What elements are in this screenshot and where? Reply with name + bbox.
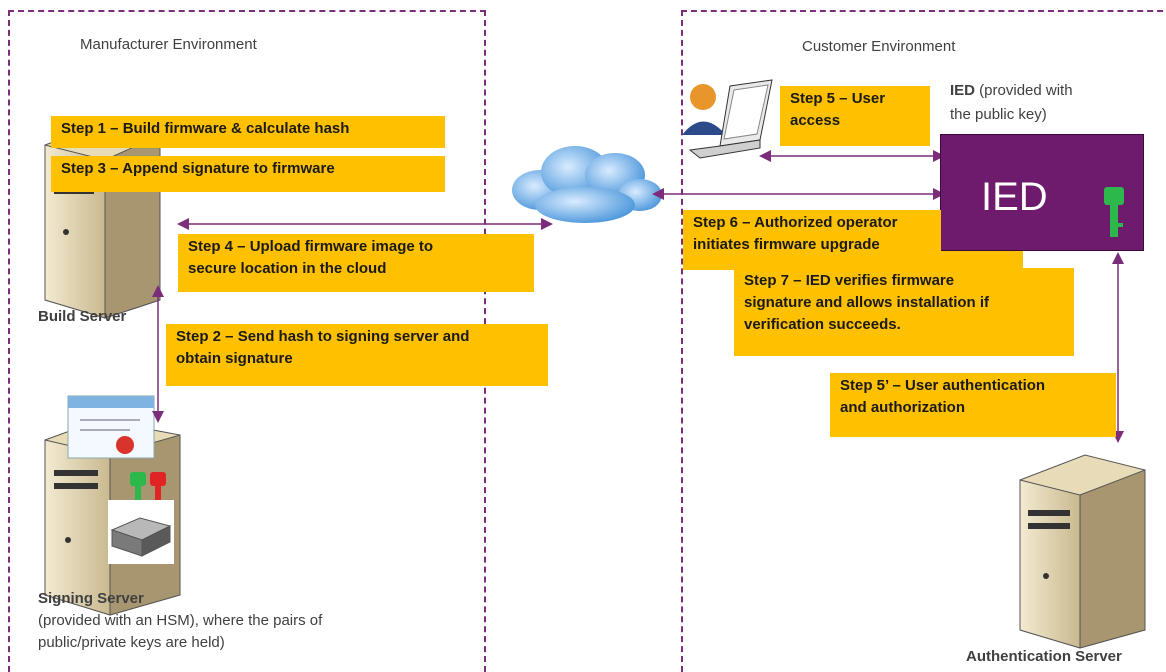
step-2-line-1: Step 2 – Send hash to signing server and [176,328,470,345]
ied-note-line-1: (provided with [975,82,1073,99]
step-5-prime-line-1: Step 5’ – User authentication [840,377,1046,394]
ied-device: IED [940,134,1144,251]
customer-environment-title: Customer Environment [802,38,956,55]
step-5-prime-box: Step 5’ – User authentication and author… [830,373,1116,437]
step-2-line-2: obtain signature [176,350,293,367]
step-6-box-extension [941,251,1023,270]
step-5-line-2: access [790,112,841,129]
step-5-prime-line-2: and authorization [840,399,965,416]
step-4-line-2: secure location in the cloud [188,260,387,277]
step-7-line-2: signature and allows installation if [744,294,990,311]
step-4-box: Step 4 – Upload firmware image to secure… [178,234,534,292]
user-laptop-icon [682,79,773,159]
ied-note-bold: IED [950,82,976,99]
step-3-text: Step 3 – Append signature to firmware [61,160,335,177]
authentication-server-label: Authentication Server [966,648,1122,665]
customer-environment-boundary [681,10,1166,672]
step-6-line-2: initiates firmware upgrade [693,236,880,253]
signing-server-label: Signing Server [38,590,144,607]
step-6-line-1: Step 6 – Authorized operator [693,214,898,231]
authentication-server-icon [1019,454,1146,649]
ied-note-line-2: the public key) [950,106,1047,123]
step-7-box: Step 7 – IED verifies firmware signature… [734,268,1074,356]
step-6-box: Step 6 – Authorized operator initiates f… [683,210,941,270]
step-3-box: Step 3 – Append signature to firmware [51,156,445,192]
ied-box-label: IED [981,175,1048,219]
certificate-icon [67,395,155,459]
key-icon [1104,187,1124,237]
cloud-icon [512,146,662,223]
ied-note: IED (provided with [950,80,1073,102]
step-1-text: Step 1 – Build firmware & calculate hash [61,120,350,137]
hsm-device-icon [108,500,174,564]
step-7-line-3: verification succeeds. [744,316,901,333]
step-7-line-1: Step 7 – IED verifies firmware [744,272,955,289]
signing-server-desc-line-2: public/private keys are held) [38,634,225,651]
manufacturer-environment-title: Manufacturer Environment [80,36,257,53]
step-5-line-1: Step 5 – User [790,90,886,107]
signing-server-desc-line-1: (provided with an HSM), where the pairs … [38,612,323,629]
key-pair-icon [130,472,166,508]
step-1-box: Step 1 – Build firmware & calculate hash [51,116,445,148]
step-5-box: Step 5 – User access [780,86,930,146]
build-server-icon [44,124,161,319]
step-2-box: Step 2 – Send hash to signing server and… [166,324,548,386]
step-4-line-1: Step 4 – Upload firmware image to [188,238,434,255]
build-server-label: Build Server [38,308,127,325]
